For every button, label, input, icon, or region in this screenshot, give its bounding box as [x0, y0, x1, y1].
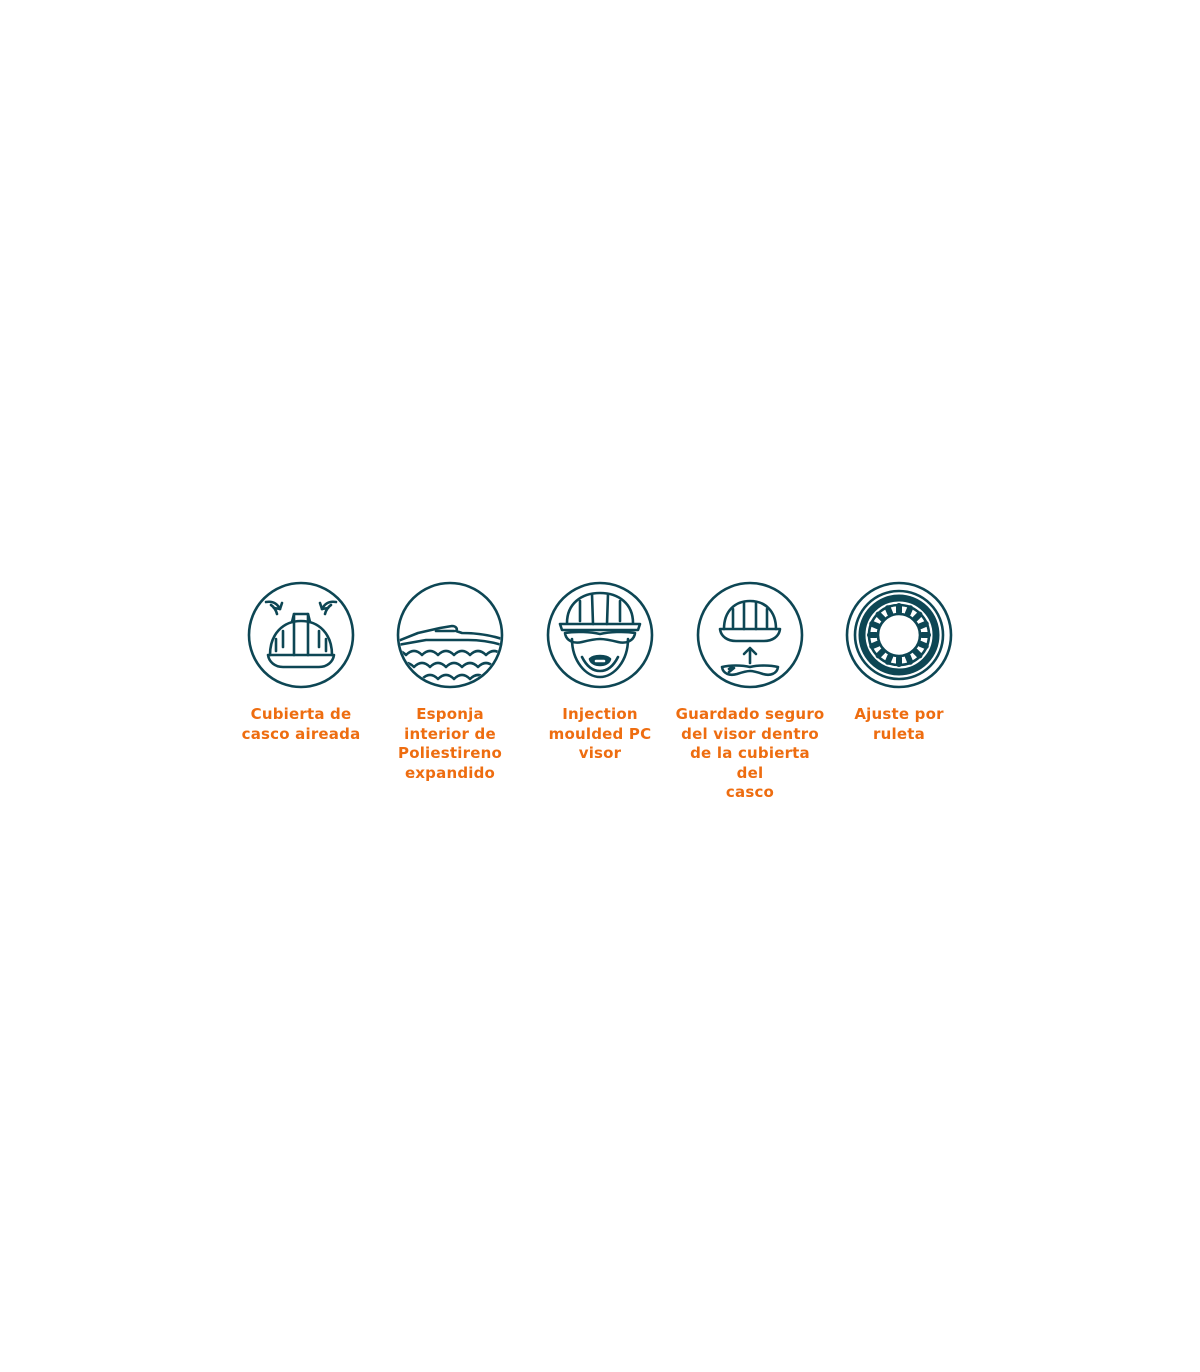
feature-eps-foam: Esponja interior de Poliestireno expandi…	[375, 581, 525, 783]
feature-visor-storage: Guardado seguro del visor dentro de la c…	[675, 581, 825, 803]
feature-ratchet-adjust: Ajuste por ruleta	[824, 581, 974, 744]
feature-label: Guardado seguro del visor dentro de la c…	[675, 705, 825, 801]
feature-icons-row: Cubierta de casco aireada	[0, 581, 1200, 801]
feature-ventilated-cover: Cubierta de casco aireada	[226, 581, 376, 744]
ratchet-wheel-icon	[845, 581, 953, 689]
visor-storage-icon	[696, 581, 804, 689]
feature-label: Injection moulded PC visor	[548, 705, 652, 762]
feature-label: Cubierta de casco aireada	[241, 705, 361, 743]
ventilated-helmet-icon	[247, 581, 355, 689]
feature-pc-visor: Injection moulded PC visor	[525, 581, 675, 764]
feature-label: Esponja interior de Poliestireno expandi…	[398, 705, 502, 782]
eps-foam-icon	[396, 581, 504, 689]
feature-label: Ajuste por ruleta	[854, 705, 944, 743]
worker-visor-icon	[546, 581, 654, 689]
